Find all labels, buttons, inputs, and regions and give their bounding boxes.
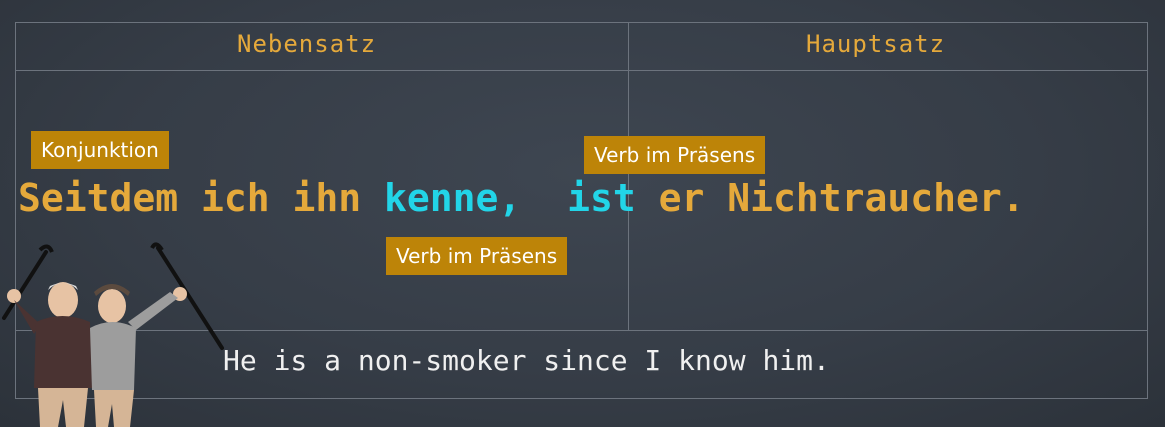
conjunction-label: Konjunktion xyxy=(31,131,169,169)
example-sentence: Seitdem ich ihn kenne, ist er Nichtrauch… xyxy=(18,176,1025,220)
table-border-left xyxy=(15,22,16,399)
sentence-gap xyxy=(521,176,567,220)
table-border-bottom xyxy=(15,398,1148,399)
table-border-right xyxy=(1147,22,1148,399)
sentence-part-1: Seitdem ich ihn xyxy=(18,176,385,220)
verb-label-subordinate-clause: Verb im Präsens xyxy=(386,237,568,275)
english-translation: He is a non-smoker since I know him. xyxy=(223,344,830,377)
verb-ist: ist xyxy=(567,176,636,220)
table-column-divider xyxy=(628,22,629,331)
sentence-part-2: er Nichtraucher. xyxy=(635,176,1025,220)
table-header-divider xyxy=(15,70,1148,71)
verb-kenne: kenne, xyxy=(384,176,522,220)
table-border-top xyxy=(15,22,1148,23)
verb-label-main-clause: Verb im Präsens xyxy=(584,136,766,174)
table-row-divider xyxy=(15,330,1148,331)
column-header-hauptsatz: Hauptsatz xyxy=(806,30,946,58)
column-header-nebensatz: Nebensatz xyxy=(237,30,377,58)
elderly-men-illustration xyxy=(2,242,224,427)
